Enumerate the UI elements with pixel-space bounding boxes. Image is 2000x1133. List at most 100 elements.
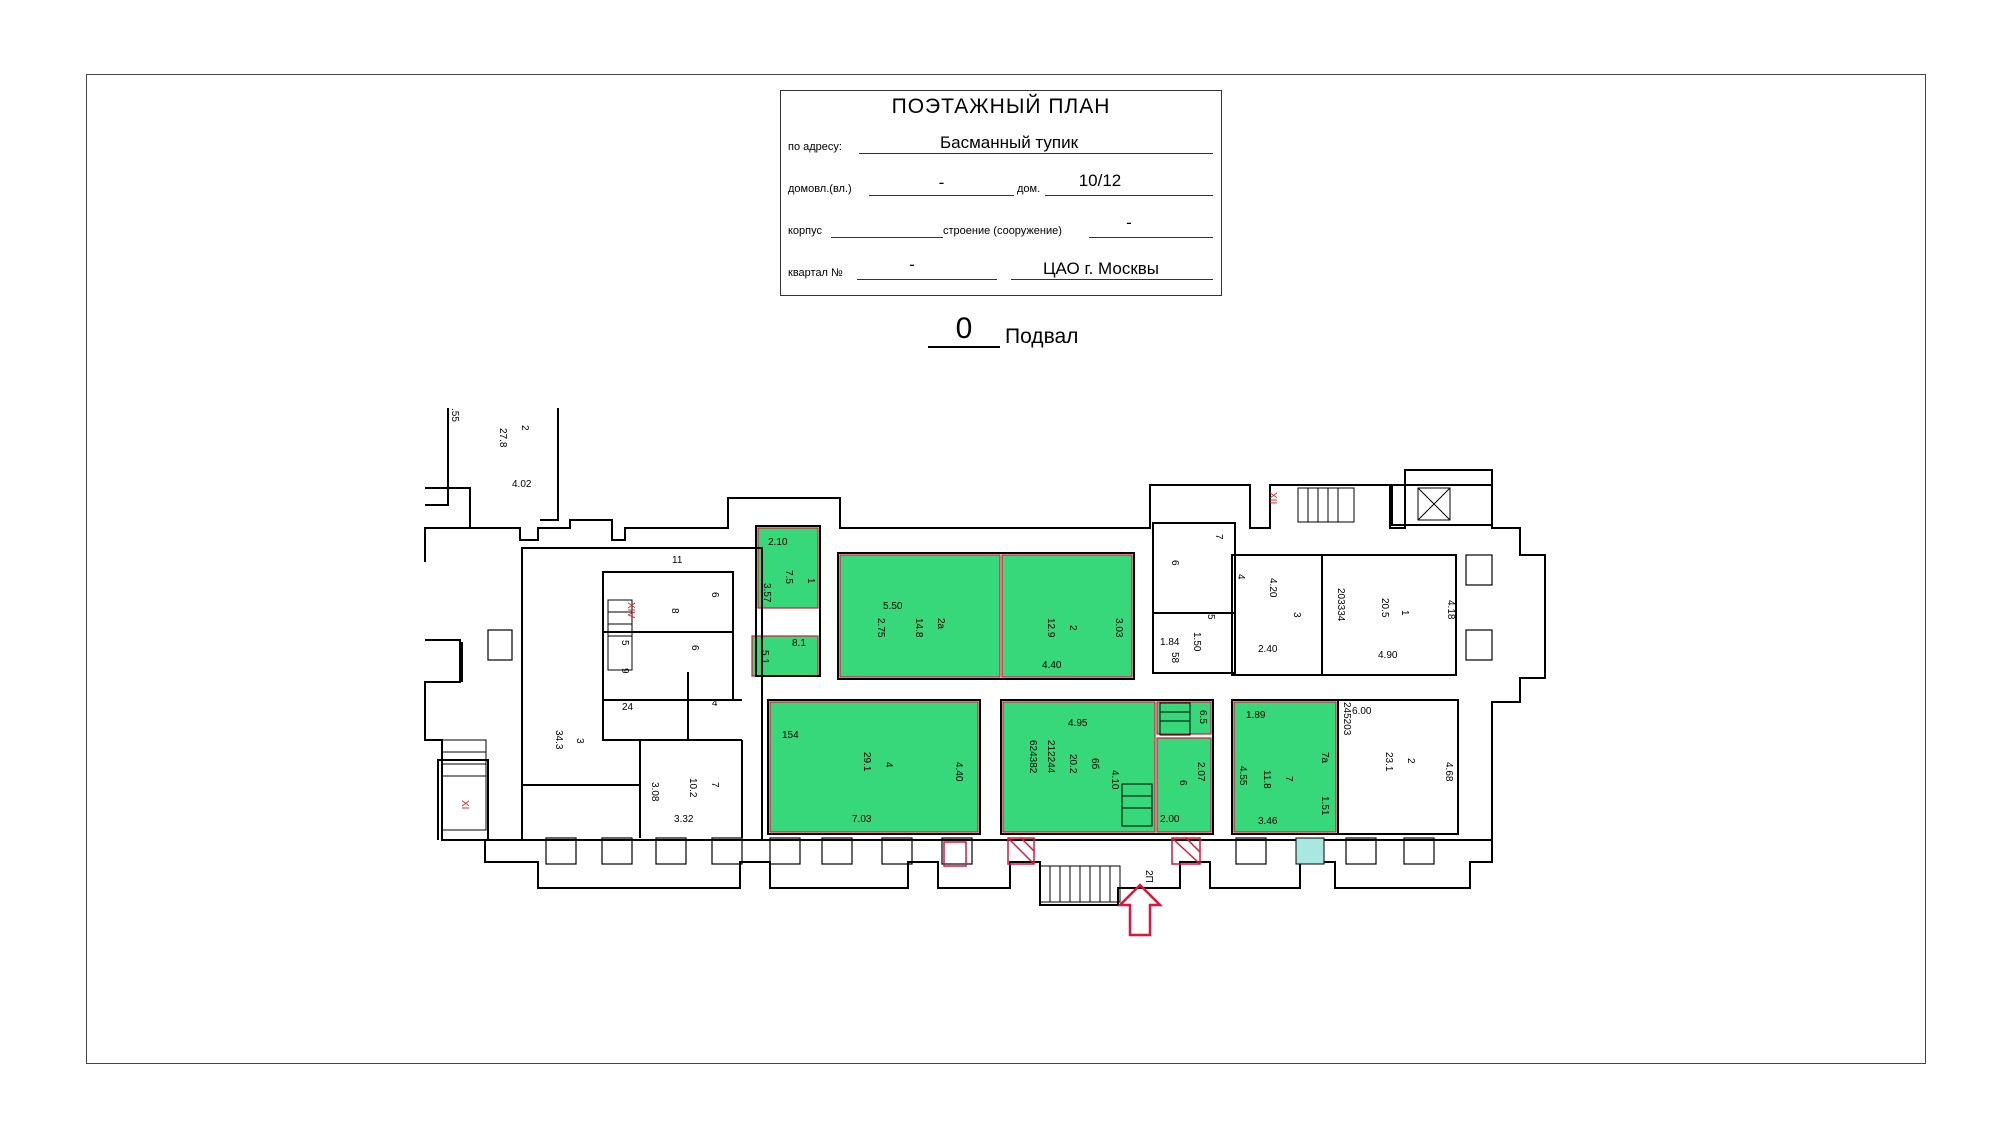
room-7a-number: 7а <box>1319 752 1330 764</box>
room-1-right-dim2: 4.90 <box>1378 650 1398 661</box>
roman-xiv: XIV <box>625 602 636 618</box>
room-7-green-dim4: 1.51 <box>1319 796 1330 816</box>
entrance-arrow-icon <box>1116 883 1164 937</box>
entrance-label: 2П <box>1143 870 1154 883</box>
room-7-green-dim3: 3.46 <box>1258 816 1278 827</box>
stroenie-value: - <box>1126 213 1132 232</box>
room-6b-code2: 624382 <box>1027 740 1038 774</box>
room-6b-code1: 212244 <box>1045 740 1056 774</box>
room-1-green-fill <box>757 527 819 609</box>
windows <box>487 554 1493 865</box>
label-6b: 6 <box>689 645 700 651</box>
label-24: 24 <box>622 702 634 713</box>
plan-title: ПОЭТАЖНЫЙ ПЛАН <box>891 95 1111 118</box>
room-5-right-number: 5 <box>1205 614 1216 620</box>
room-6b-dim: 4.95 <box>1068 718 1088 729</box>
room-4-green-fill <box>769 701 979 833</box>
room-1-green-dim2: 3.57 <box>761 583 772 603</box>
room-5-right-dim: 1.84 <box>1160 637 1180 648</box>
room-4-green-number: 4 <box>883 762 894 768</box>
room-2-green-dim: 3.03 <box>1113 618 1124 638</box>
dom-value: 10/12 <box>1078 171 1122 190</box>
room-6-green-dim3: 6.5 <box>1197 710 1208 724</box>
room-2a-area: 14.8 <box>913 618 924 638</box>
room-4-green-dim: 4.40 <box>953 762 964 782</box>
label-4: 4 <box>712 698 718 709</box>
room-6-green-dim: 2.07 <box>1195 762 1206 782</box>
room-3-area: 34.3 <box>553 730 564 750</box>
dom-label: дом. <box>1017 183 1041 195</box>
roman-xi: XI <box>459 800 470 809</box>
label-9: 9 <box>619 668 630 674</box>
room-top-2-number: 2 <box>519 425 530 431</box>
highlighted-rooms <box>751 527 1337 833</box>
room-2a-fill <box>839 554 1001 678</box>
room-6b-fill <box>1002 701 1156 833</box>
label-5-1: 5.1 <box>759 650 770 664</box>
address-label: по адресу: <box>788 141 842 153</box>
room-6-green-fill <box>1156 737 1212 833</box>
room-5-right-dim2: 1.50 <box>1191 632 1202 652</box>
label-6a: 6 <box>709 592 720 598</box>
room-7-green-dim: 1.89 <box>1246 710 1266 721</box>
floor-number: 0 <box>928 312 1000 348</box>
room-6-stair-fill <box>1156 701 1212 735</box>
room-3-right-dim2: 2.40 <box>1258 644 1278 655</box>
room-7-wc-number: 7 <box>1213 534 1224 540</box>
room-6-right-number: 6 <box>1169 560 1180 566</box>
label-5: 5 <box>619 640 630 646</box>
room-2-green-number: 2 <box>1067 625 1078 631</box>
room-7-left-area: 10.2 <box>687 778 698 798</box>
room-6-green-number: 6 <box>1177 780 1188 786</box>
room-6b-area: 20.2 <box>1067 754 1078 774</box>
room-6b-dim2: 4.10 <box>1109 770 1120 790</box>
district-value: ЦАО г. Москвы <box>1042 259 1160 278</box>
room-6b-number: 6б <box>1089 758 1101 770</box>
room-3-right-dim: 4.20 <box>1267 578 1278 598</box>
drawing-frame <box>86 74 1926 1064</box>
room-1-green-dim: 2.10 <box>768 537 788 548</box>
domovl-value: - <box>938 173 945 192</box>
room-2-right-number: 2 <box>1405 758 1416 764</box>
title-block: ПОЭТАЖНЫЙ ПЛАН по адресу: Басманный тупи… <box>780 90 1222 296</box>
room-7-left-number: 7 <box>709 782 720 788</box>
room-labels: 2 27.8 4.02 .55 3 34.3 7 10.2 3.08 3.32 … <box>449 408 1456 883</box>
stroenie-label: строение (сооружение) <box>943 225 1062 237</box>
label-8: 8 <box>669 608 680 614</box>
room-top-2-dim: 4.02 <box>512 479 532 490</box>
red-hatches <box>943 837 1201 867</box>
roman-xii: XII <box>1267 492 1278 504</box>
room-1-right-code: 203334 <box>1335 588 1346 622</box>
room-1-right-area: 20.5 <box>1379 598 1390 618</box>
room-2-green-area: 12.9 <box>1045 618 1056 638</box>
room-7-left-dim: 3.08 <box>649 782 660 802</box>
room-1-right-number: 1 <box>1399 610 1410 616</box>
room-1-green-number: 1 <box>805 578 816 584</box>
label-8-1: 8.1 <box>792 638 806 649</box>
room-7-green-fill <box>1233 701 1337 833</box>
room-top-2-dim2: .55 <box>449 408 460 422</box>
stair-teal <box>1295 837 1325 865</box>
room-top-2-area: 27.8 <box>497 428 508 448</box>
room-2-green-fill <box>1001 554 1133 678</box>
domovl-label: домовл.(вл.) <box>788 183 852 195</box>
room-1-green-area: 7.5 <box>783 570 794 584</box>
room-6-green-dim2: 2.00 <box>1160 814 1180 825</box>
room-3-right-number: 3 <box>1291 612 1302 618</box>
address-value: Басманный тупик <box>939 133 1079 152</box>
room-7-left-dim2: 3.32 <box>674 814 694 825</box>
stairs <box>441 487 1451 903</box>
korpus-label: корпус <box>788 225 823 237</box>
kvartal-label: квартал № <box>788 267 843 279</box>
kvartal-value: - <box>909 255 915 274</box>
room-7-green-number: 7 <box>1283 776 1294 782</box>
room-2-right-code: 245203 <box>1341 702 1352 736</box>
room-2-right-dim: 6.00 <box>1352 706 1372 717</box>
label-11: 11 <box>672 555 683 566</box>
room-4-green-dim2: 7.03 <box>852 814 872 825</box>
room-3-number: 3 <box>574 738 585 744</box>
floor-name: Подвал <box>1005 325 1079 348</box>
room-2-right-area: 23.1 <box>1383 752 1394 772</box>
room-2a-dim2: 2.75 <box>875 618 886 638</box>
